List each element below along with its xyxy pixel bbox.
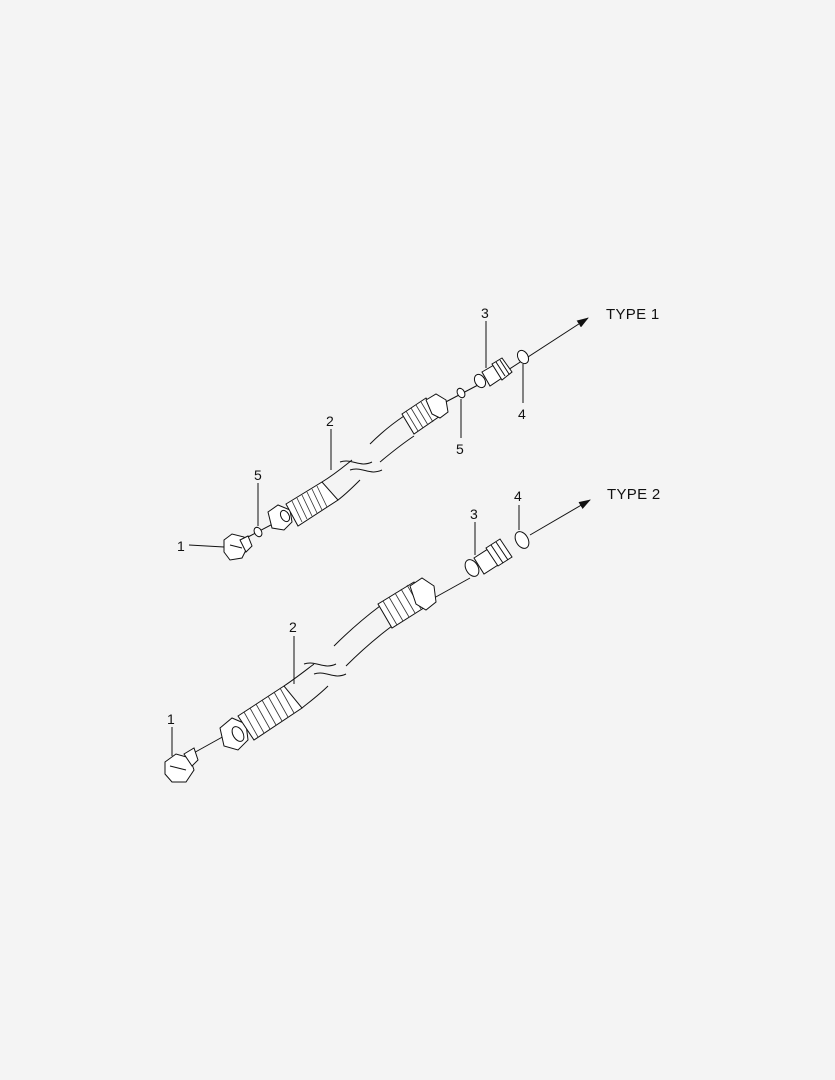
plug-part-1: [164, 747, 199, 783]
plug-part-1: [223, 533, 253, 561]
callout-3: 3: [470, 506, 478, 522]
callout-5: 5: [456, 441, 464, 457]
axis-line: [433, 577, 471, 599]
callout-4: 4: [514, 488, 522, 504]
callout-5: 5: [254, 467, 262, 483]
assembly-type-2: 1 2 3 4 TYPE 2: [164, 486, 661, 783]
o-ring-part-5-right: [456, 387, 466, 399]
callout-2: 2: [326, 413, 334, 429]
o-ring-part-5-left: [253, 526, 263, 538]
callout-1: 1: [177, 538, 185, 554]
callout-2: 2: [289, 619, 297, 635]
o-ring-part-4: [516, 349, 530, 365]
adapter-part-3: [464, 538, 513, 577]
hose-part-2: [267, 393, 449, 531]
type-2-arrow: [529, 499, 591, 536]
hose-part-2: [219, 577, 437, 751]
type-1-arrow: [507, 317, 589, 371]
adapter-part-3: [473, 357, 513, 389]
type-1-label: TYPE 1: [606, 306, 660, 323]
leader-line: [188, 544, 225, 548]
o-ring-part-4: [514, 531, 530, 549]
callout-3: 3: [481, 305, 489, 321]
callout-4: 4: [518, 406, 526, 422]
type-2-label: TYPE 2: [607, 486, 661, 503]
callout-1: 1: [167, 711, 175, 727]
assembly-type-1: 1 5 2 5 3 4 TYPE 1: [177, 305, 660, 561]
axis-line: [189, 734, 227, 756]
